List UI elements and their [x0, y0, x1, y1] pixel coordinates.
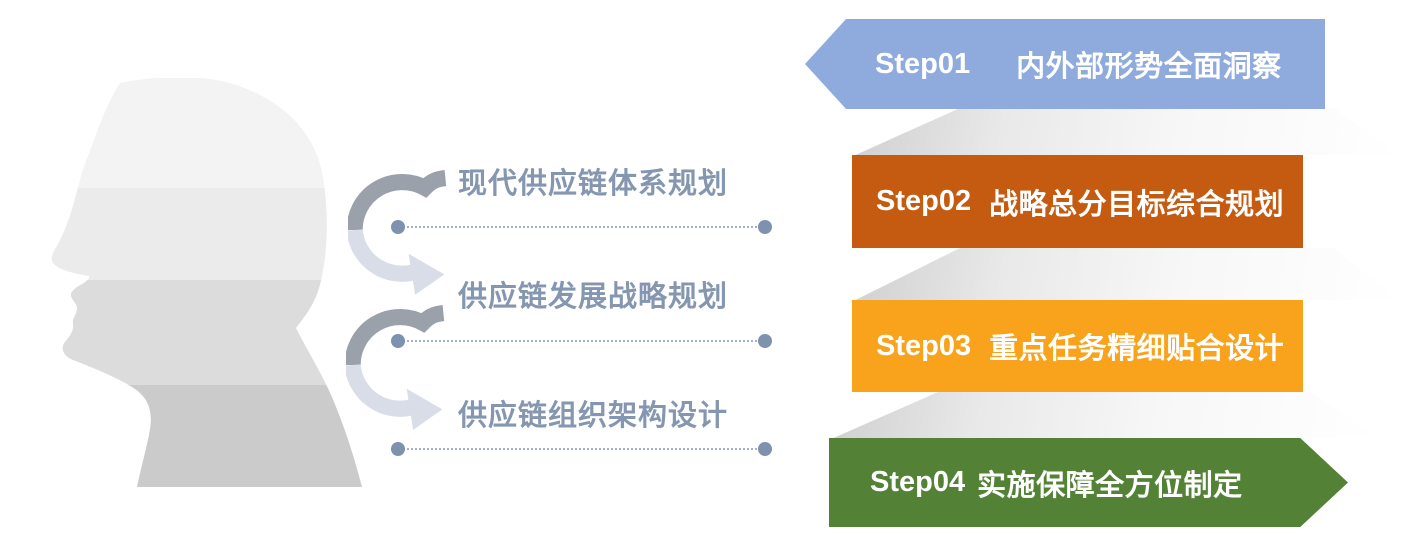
dotted-connector-3 — [391, 442, 772, 456]
head-band-2 — [51, 188, 362, 280]
step-number: Step04 — [870, 466, 966, 498]
connector-dot-right — [758, 442, 772, 456]
ribbon-fold-3 — [833, 392, 1378, 438]
dotted-connector-1 — [391, 220, 772, 234]
connector-dot-right — [758, 334, 772, 348]
connector-dot-left — [391, 334, 405, 348]
step-title: 重点任务精细贴合设计 — [989, 333, 1285, 365]
arrow-head — [406, 388, 443, 430]
step-number: Step02 — [876, 185, 972, 217]
step-number: Step01 — [875, 47, 971, 80]
dotted-connector-2 — [391, 334, 772, 348]
step-banner-3: Step03 重点任务精细贴合设计 — [852, 300, 1303, 392]
step-banner-1: Step01 内外部形势全面洞察 — [805, 19, 1325, 109]
connector-dot-right — [758, 220, 772, 234]
step-banner-2: Step02 战略总分目标综合规划 — [852, 155, 1303, 248]
arrow-arc-light — [348, 228, 417, 282]
ribbon-fold-1 — [855, 108, 1400, 155]
arrow-arc-dark — [346, 305, 445, 366]
step-title: 内外部形势全面洞察 — [1016, 51, 1282, 83]
head-band-3 — [51, 280, 362, 385]
ribbon-fold-2 — [855, 248, 1400, 300]
step-title: 实施保障全方位制定 — [977, 469, 1243, 502]
step-title: 战略总分目标综合规划 — [989, 188, 1285, 221]
step-number: Step03 — [876, 329, 972, 362]
swirl-arrow-2 — [346, 305, 445, 430]
connector-dot-left — [391, 220, 405, 234]
arrow-arc-dark — [348, 170, 447, 231]
head-band-4 — [51, 385, 362, 487]
arrow-head — [408, 253, 445, 295]
planning-item-label-3: 供应链组织架构设计 — [458, 400, 729, 432]
planning-item-label-1: 现代供应链体系规划 — [458, 168, 729, 200]
connector-dot-left — [391, 442, 405, 456]
arrow-arc-light — [346, 363, 415, 417]
step-banner-4: Step04 实施保障全方位制定 — [829, 438, 1348, 527]
head-silhouette — [51, 78, 362, 487]
planning-item-label-2: 供应链发展战略规划 — [458, 281, 729, 313]
swirl-arrow-1 — [348, 170, 447, 295]
head-band-1 — [51, 78, 362, 188]
